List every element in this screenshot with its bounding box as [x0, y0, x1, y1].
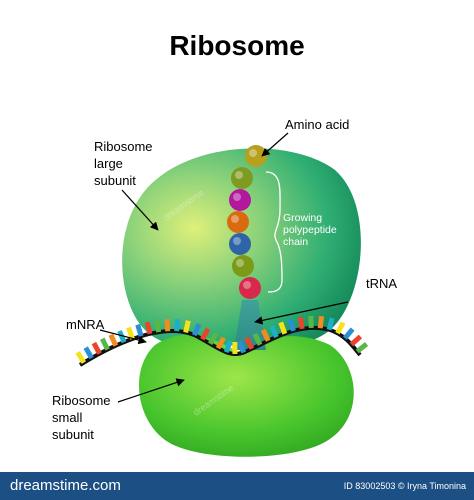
amino-acid-bead — [227, 211, 249, 233]
mrna-base — [174, 319, 181, 332]
mrna-base — [335, 321, 346, 335]
bead-highlight — [233, 237, 241, 245]
small-subunit — [138, 334, 354, 457]
mrna-base — [252, 332, 263, 346]
large-subunit-label-line1: Ribosome — [94, 139, 153, 154]
mrna-base — [287, 318, 296, 332]
mrna-base — [144, 321, 153, 335]
mrna-base — [260, 328, 271, 342]
mrna-base — [83, 346, 94, 360]
mrna-base — [183, 320, 191, 333]
mrna-base — [126, 326, 135, 340]
bead-highlight — [231, 215, 239, 223]
polypeptide-bracket — [265, 171, 283, 293]
mrna-base — [237, 340, 247, 354]
mrna-base — [223, 340, 233, 354]
mrna-base — [91, 341, 102, 355]
polypeptide-label-line1: Growing — [283, 212, 323, 224]
mrna-base — [164, 319, 171, 332]
mrna-base — [154, 319, 162, 333]
small-subunit-label-line1: Ribosome — [52, 393, 111, 408]
mrna-label: mNRA — [66, 317, 105, 332]
footer-credit: ID 83002503 © Iryna Timonina — [343, 481, 466, 491]
large-subunit-label-line3: subunit — [94, 173, 136, 188]
mrna-base — [108, 333, 119, 347]
polypeptide-label: Growing polypeptide chain — [283, 212, 337, 248]
mrna-arrow — [99, 329, 147, 345]
large-subunit-arrow — [121, 189, 159, 231]
mrna-base — [191, 323, 202, 337]
amino-acid-bead — [231, 167, 253, 189]
amino-acid-bead — [229, 233, 251, 255]
mrna-base — [317, 315, 325, 329]
bead-highlight — [235, 171, 243, 179]
amino-acid-bead — [239, 277, 261, 299]
mrna-base — [349, 334, 363, 347]
small-subunit-label: Ribosome small subunit — [52, 392, 111, 443]
mrna-base — [75, 351, 86, 364]
amino-acid-bead — [245, 145, 267, 167]
mrna-base — [215, 336, 226, 350]
diagram-title: Ribosome — [169, 30, 305, 61]
polypeptide-label-line2: polypeptide — [283, 224, 337, 236]
small-subunit-label-line3: subunit — [52, 427, 94, 442]
footer-bar: dreamstime.com ID 83002503 © Iryna Timon… — [0, 472, 474, 500]
trna-label: tRNA — [366, 276, 398, 291]
mrna-base — [117, 330, 127, 344]
polypeptide-label-line3: chain — [283, 236, 309, 248]
bead-highlight — [236, 259, 244, 267]
mrna-base — [200, 327, 211, 341]
large-subunit-label: Ribosome large subunit — [94, 138, 153, 189]
amino-acid-bead — [229, 189, 251, 211]
mrna-base — [343, 327, 355, 340]
mrna-base — [135, 323, 144, 337]
large-subunit-label-line2: large — [94, 156, 123, 171]
mrna-base — [326, 317, 335, 331]
small-subunit-arrow — [117, 378, 185, 403]
small-subunit-label-line2: small — [52, 410, 83, 425]
bead-highlight — [249, 149, 257, 157]
trna-arrow — [254, 301, 349, 325]
footer-logo: dreamstime.com — [10, 477, 121, 494]
mrna-bases — [75, 315, 369, 364]
mrna-base — [207, 332, 219, 345]
mrna-base — [355, 342, 369, 354]
mrna-base — [100, 337, 110, 351]
bead-highlight — [243, 281, 251, 289]
mrna-base — [244, 336, 255, 350]
amino-acid-arrow — [261, 132, 289, 157]
mrna-base — [297, 316, 305, 330]
mrna-base — [278, 321, 288, 335]
amino-acid-bead — [232, 255, 254, 277]
mrna-base — [269, 325, 279, 339]
amino-acid-label: Amino acid — [285, 117, 350, 132]
bead-highlight — [233, 193, 241, 201]
